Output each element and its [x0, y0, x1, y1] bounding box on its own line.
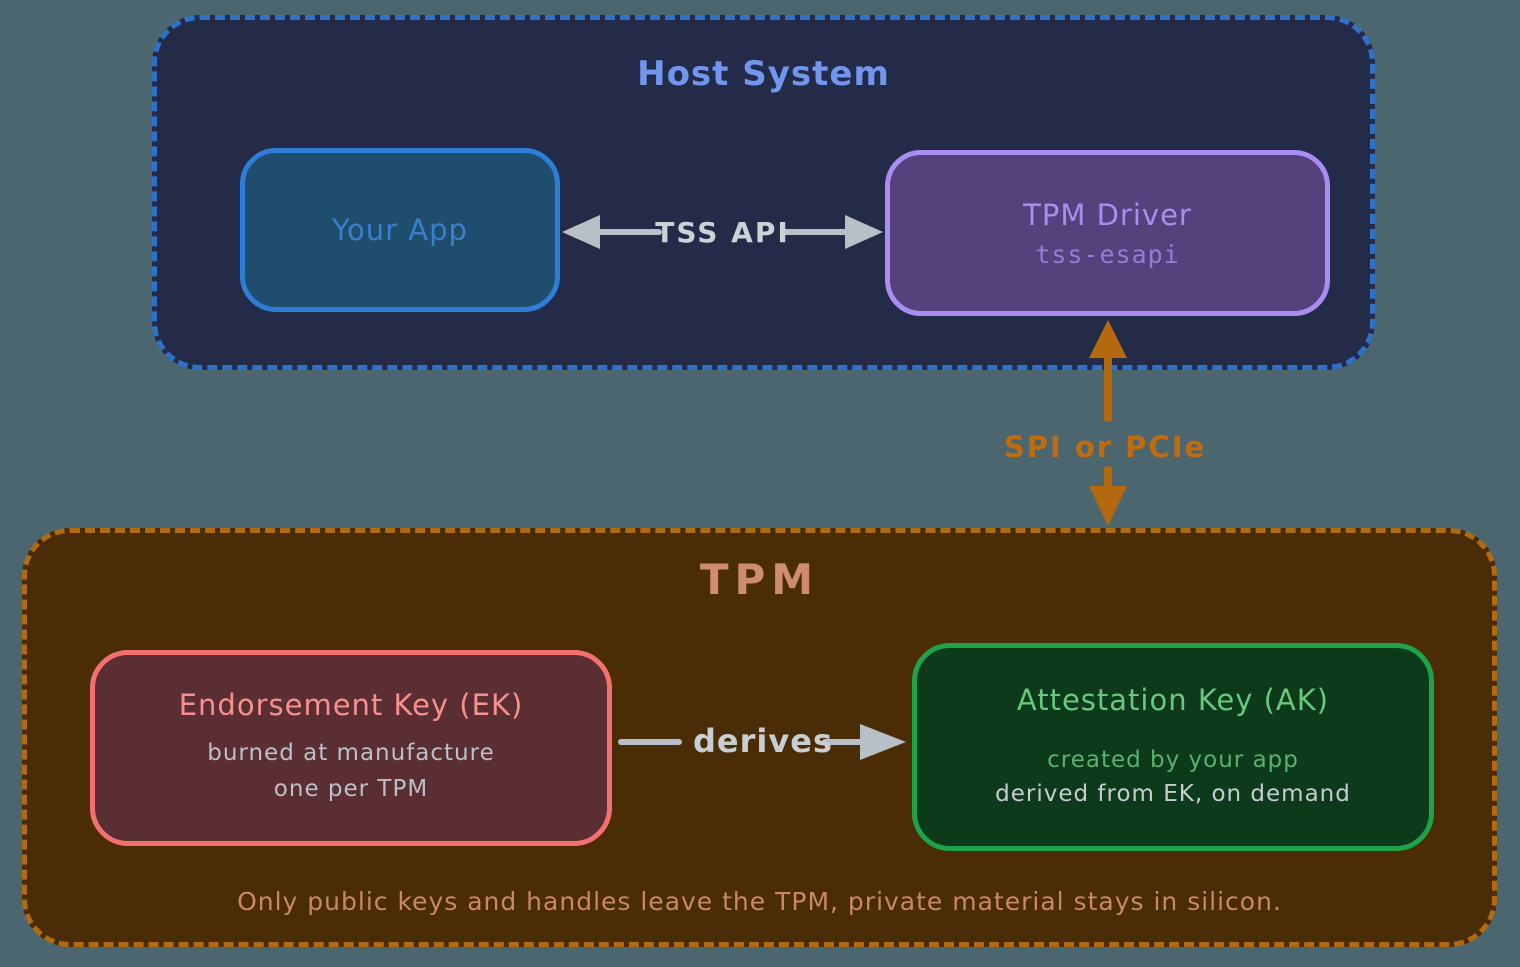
- host-system-title: Host System: [637, 54, 890, 94]
- tpm-driver-title: TPM Driver: [1023, 197, 1192, 232]
- attestation-key-title: Attestation Key (AK): [1016, 682, 1330, 717]
- endorsement-key-detail-2: one per TPM: [273, 776, 429, 802]
- your-app-label: Your App: [332, 213, 468, 247]
- tpm-driver-subtitle: tss-esapi: [1035, 239, 1180, 269]
- endorsement-key-detail-1: burned at manufacture: [207, 740, 495, 767]
- endorsement-key-node: Endorsement Key (EK) burned at manufactu…: [90, 650, 612, 846]
- tpm-title: TPM: [699, 555, 820, 604]
- spi-pcie-label: SPI or PCIe: [1003, 430, 1207, 464]
- tpm-note: Only public keys and handles leave the T…: [237, 887, 1282, 916]
- attestation-key-detail-1: created by your app: [1047, 746, 1299, 773]
- attestation-key-detail-2: derived from EK, on demand: [995, 781, 1351, 807]
- endorsement-key-title: Endorsement Key (EK): [178, 688, 524, 723]
- your-app-node: Your App: [240, 148, 560, 312]
- attestation-key-node: Attestation Key (AK) created by your app…: [912, 643, 1434, 851]
- tpm-driver-node: TPM Driver tss-esapi: [885, 150, 1330, 316]
